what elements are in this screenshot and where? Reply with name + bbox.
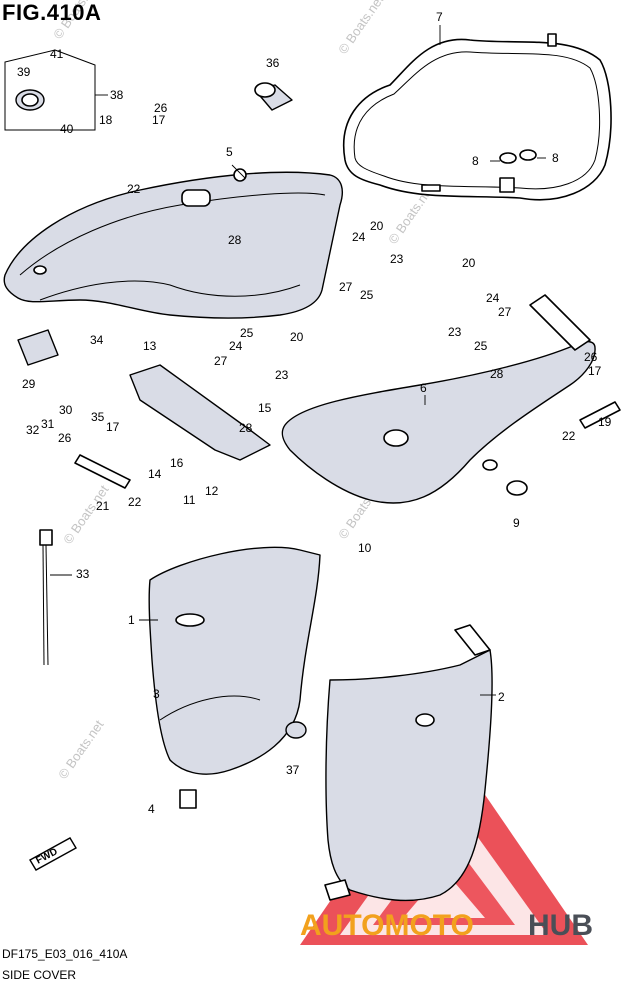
callout-9: 9 [513,516,520,530]
part-latch-plates [74,401,621,489]
callout-25b: 25 [474,339,488,353]
callout-8b: 8 [552,151,559,165]
callout-26c: 26 [584,350,598,364]
logo-automoto: AUTOMOTO [300,909,474,942]
callout-16: 16 [170,456,184,470]
callout-1: 1 [128,613,135,627]
part-lower-side-cover-port [148,546,321,809]
callout-6: 6 [420,381,427,395]
callout-2: 2 [498,690,505,704]
callout-25c: 25 [240,326,254,340]
callout-numbers: 1 2 3 4 5 6 7 8 8 9 10 11 12 13 14 15 16… [17,10,612,816]
callout-12: 12 [205,484,219,498]
callout-32: 32 [26,423,40,437]
watermark: © Boats.net [335,0,387,57]
callout-22: 22 [127,182,141,196]
callout-28c: 28 [239,421,253,435]
callout-34: 34 [90,333,104,347]
callout-7: 7 [436,10,443,24]
callout-17b: 17 [106,420,120,434]
callout-20: 20 [370,219,384,233]
callout-14: 14 [148,467,162,481]
figure-title: FIG.410A [2,0,102,25]
callout-20c: 20 [290,330,304,344]
part-cable-tie [39,529,53,666]
callout-11: 11 [183,493,196,507]
part-grommet [17,329,59,366]
callout-30: 30 [59,403,73,417]
callout-33: 33 [76,567,90,581]
callout-31: 31 [41,417,55,431]
callout-25: 25 [360,288,374,302]
figure-name: SIDE COVER [2,968,77,982]
part-plug [254,82,293,111]
callout-36: 36 [266,56,280,70]
watermark: © Boats.net [55,717,107,782]
logo-hub: HUB [528,909,593,942]
callout-18: 18 [99,113,113,127]
callout-27b: 27 [498,305,512,319]
callout-10: 10 [358,541,372,555]
part-bracket [129,364,271,461]
callout-29: 29 [22,377,36,391]
callout-37: 37 [286,763,300,777]
part-grommets [499,149,537,164]
callout-21: 21 [96,499,110,513]
callout-4: 4 [148,802,155,816]
callout-23: 23 [390,252,404,266]
callout-40: 40 [60,122,74,136]
callout-35: 35 [91,410,105,424]
callout-28: 28 [228,233,242,247]
figure-code: DF175_E03_016_410A [2,947,128,961]
callout-24c: 24 [229,339,243,353]
callout-22b: 22 [128,495,142,509]
callout-5: 5 [226,145,233,159]
callout-17c: 17 [588,364,602,378]
callout-28b: 28 [490,367,504,381]
callout-26b: 26 [58,431,72,445]
part-starboard-cover [281,294,596,504]
leader-lines [50,25,546,696]
callout-17: 17 [152,113,166,127]
callout-27c: 27 [214,354,228,368]
callout-26: 26 [154,101,168,115]
callout-23b: 23 [448,325,462,339]
part-upper-side-cover [3,168,343,319]
callout-24b: 24 [486,291,500,305]
callout-22c: 22 [562,429,576,443]
callout-3: 3 [153,687,160,701]
callout-20b: 20 [462,256,476,270]
callout-23c: 23 [275,368,289,382]
callout-39: 39 [17,65,31,79]
fwd-arrow: FWD [29,837,77,871]
callout-15: 15 [258,401,272,415]
part-lower-side-cover-starboard [324,624,493,902]
part-grommet-9 [506,480,528,496]
callout-19: 19 [598,415,612,429]
callout-13: 13 [143,339,157,353]
callout-24: 24 [352,230,366,244]
part-inset-box [4,49,96,131]
callout-8: 8 [472,154,479,168]
part-grommet-37 [285,721,307,739]
callout-38: 38 [110,88,124,102]
callout-41: 41 [50,47,64,61]
watermark: © Boats.net [60,482,112,547]
logo-text: AUTOMOTO HUB [300,909,593,942]
part-seal-ring [342,33,612,201]
callout-27: 27 [339,280,353,294]
